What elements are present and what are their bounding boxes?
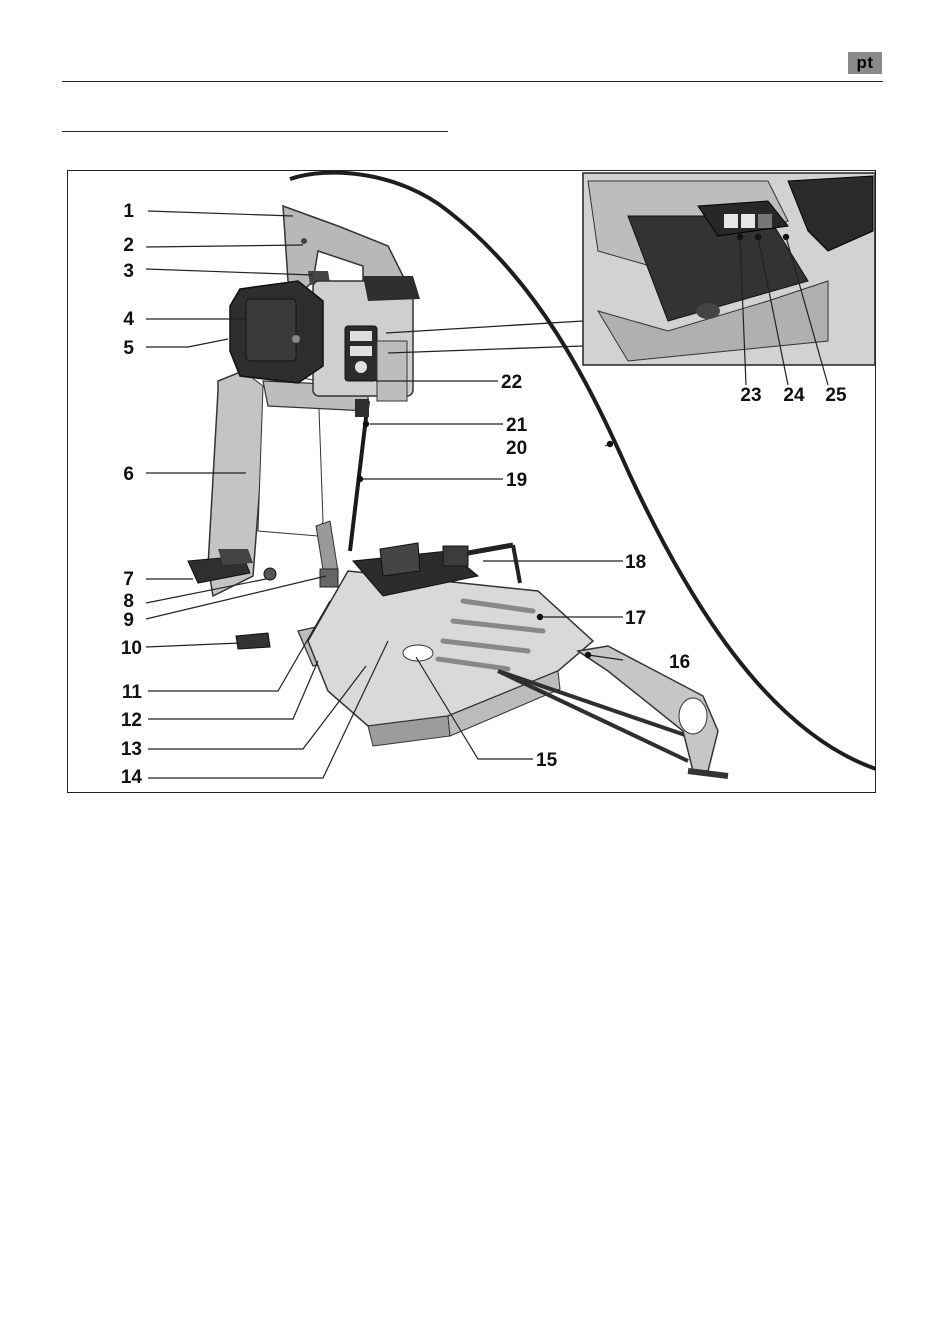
callout-5: 5 (123, 338, 134, 359)
callout-2: 2 (123, 235, 134, 256)
callout-1: 1 (123, 201, 134, 222)
callout-23: 23 (740, 385, 761, 406)
callout-15: 15 (536, 750, 558, 771)
callout-8: 8 (123, 591, 134, 612)
callout-22: 22 (501, 372, 522, 393)
callout-7: 7 (123, 569, 134, 590)
callout-9: 9 (123, 610, 134, 631)
bandsaw-illustration: 1 2 3 4 5 6 7 8 9 10 11 12 13 14 15 16 1… (68, 171, 876, 793)
callout-3: 3 (123, 261, 134, 282)
callout-12: 12 (121, 710, 142, 731)
callout-14: 14 (121, 767, 143, 788)
switch-detail-inset (583, 173, 875, 365)
callout-24: 24 (783, 385, 805, 406)
callout-6: 6 (123, 464, 134, 485)
language-badge: pt (848, 52, 882, 74)
callout-11: 11 (122, 682, 143, 703)
callout-16: 16 (669, 652, 690, 673)
base-plate (308, 571, 593, 726)
callout-17: 17 (625, 608, 646, 629)
bandsaw-figure: 1 2 3 4 5 6 7 8 9 10 11 12 13 14 15 16 1… (67, 170, 876, 793)
callout-21: 21 (506, 415, 528, 436)
callout-25: 25 (825, 385, 847, 406)
callout-13: 13 (121, 739, 142, 760)
callout-18: 18 (625, 552, 646, 573)
callout-19: 19 (506, 470, 527, 491)
callout-4: 4 (123, 309, 134, 330)
callout-20: 20 (506, 438, 527, 459)
section-title-rule (62, 131, 448, 132)
callout-10: 10 (121, 638, 142, 659)
header-rule (62, 81, 883, 82)
